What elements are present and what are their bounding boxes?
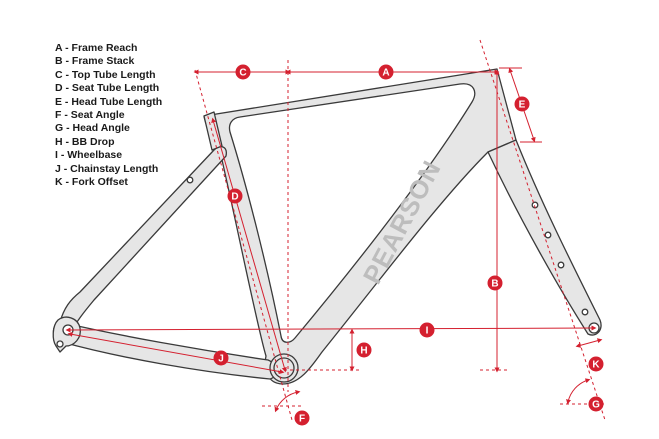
dimension-legend: A - Frame Reach B - Frame Stack C - Top … (55, 42, 162, 189)
marker-J: J (213, 350, 229, 366)
legend-item-head-angle: G - Head Angle (55, 122, 130, 135)
legend-item-frame-stack: B - Frame Stack (55, 55, 135, 68)
marker-H: H (356, 342, 372, 358)
marker-G: G (588, 396, 604, 412)
mount-hole (544, 231, 552, 239)
fork (487, 139, 602, 336)
main-triangle (203, 68, 517, 385)
dim-arc-F (274, 390, 301, 413)
legend-item-head-tube-length: E - Head Tube Length (55, 95, 163, 108)
svg-text:I: I (426, 326, 429, 337)
svg-text:B: B (491, 279, 498, 290)
legend-item-fork-offset: K - Fork Offset (55, 176, 128, 189)
legend-item-frame-reach: A - Frame Reach (55, 42, 138, 54)
legend-item-wheelbase: I - Wheelbase (55, 149, 123, 162)
dim-arc-G (566, 378, 591, 405)
legend-item-seat-angle: F - Seat Angle (55, 109, 125, 122)
svg-text:F: F (299, 414, 305, 425)
chainstay (52, 321, 278, 380)
legend-item-bb-drop: H - BB Drop (55, 135, 115, 148)
marker-F: F (294, 410, 310, 426)
legend-item-top-tube-length: C - Top Tube Length (55, 68, 156, 81)
marker-K: K (588, 356, 604, 372)
head-tube-axis (479, 39, 606, 421)
marker-B: B (487, 275, 503, 291)
mount-hole (581, 308, 589, 316)
legend-item-seat-tube-length: D - Seat Tube Length (55, 82, 160, 95)
marker-C: C (235, 64, 251, 80)
mount-holes (186, 176, 589, 316)
marker-E: E (514, 96, 530, 112)
svg-text:C: C (239, 68, 246, 79)
mount-hole (557, 261, 565, 269)
legend-item-chainstay-length: J - Chainstay Length (55, 162, 159, 175)
svg-text:K: K (592, 360, 600, 371)
svg-text:H: H (360, 346, 367, 357)
dimension-markers: C A E D B I H J K F G (213, 64, 604, 426)
marker-A: A (378, 64, 394, 80)
derailleur-bolt (56, 340, 64, 348)
mount-hole (186, 176, 194, 184)
dimension-lines (65, 39, 606, 421)
dim-line-K (575, 338, 603, 348)
brand-logo-text: PEARSON (357, 155, 447, 289)
svg-text:G: G (592, 400, 600, 411)
marker-D: D (227, 188, 243, 204)
dim-line-I (65, 325, 597, 333)
svg-text:A: A (382, 68, 389, 79)
dim-line-J (67, 331, 285, 375)
svg-text:D: D (231, 192, 238, 203)
svg-text:E: E (519, 100, 526, 111)
marker-I: I (419, 322, 435, 338)
dim-line-D (211, 117, 287, 373)
svg-text:J: J (218, 354, 224, 365)
